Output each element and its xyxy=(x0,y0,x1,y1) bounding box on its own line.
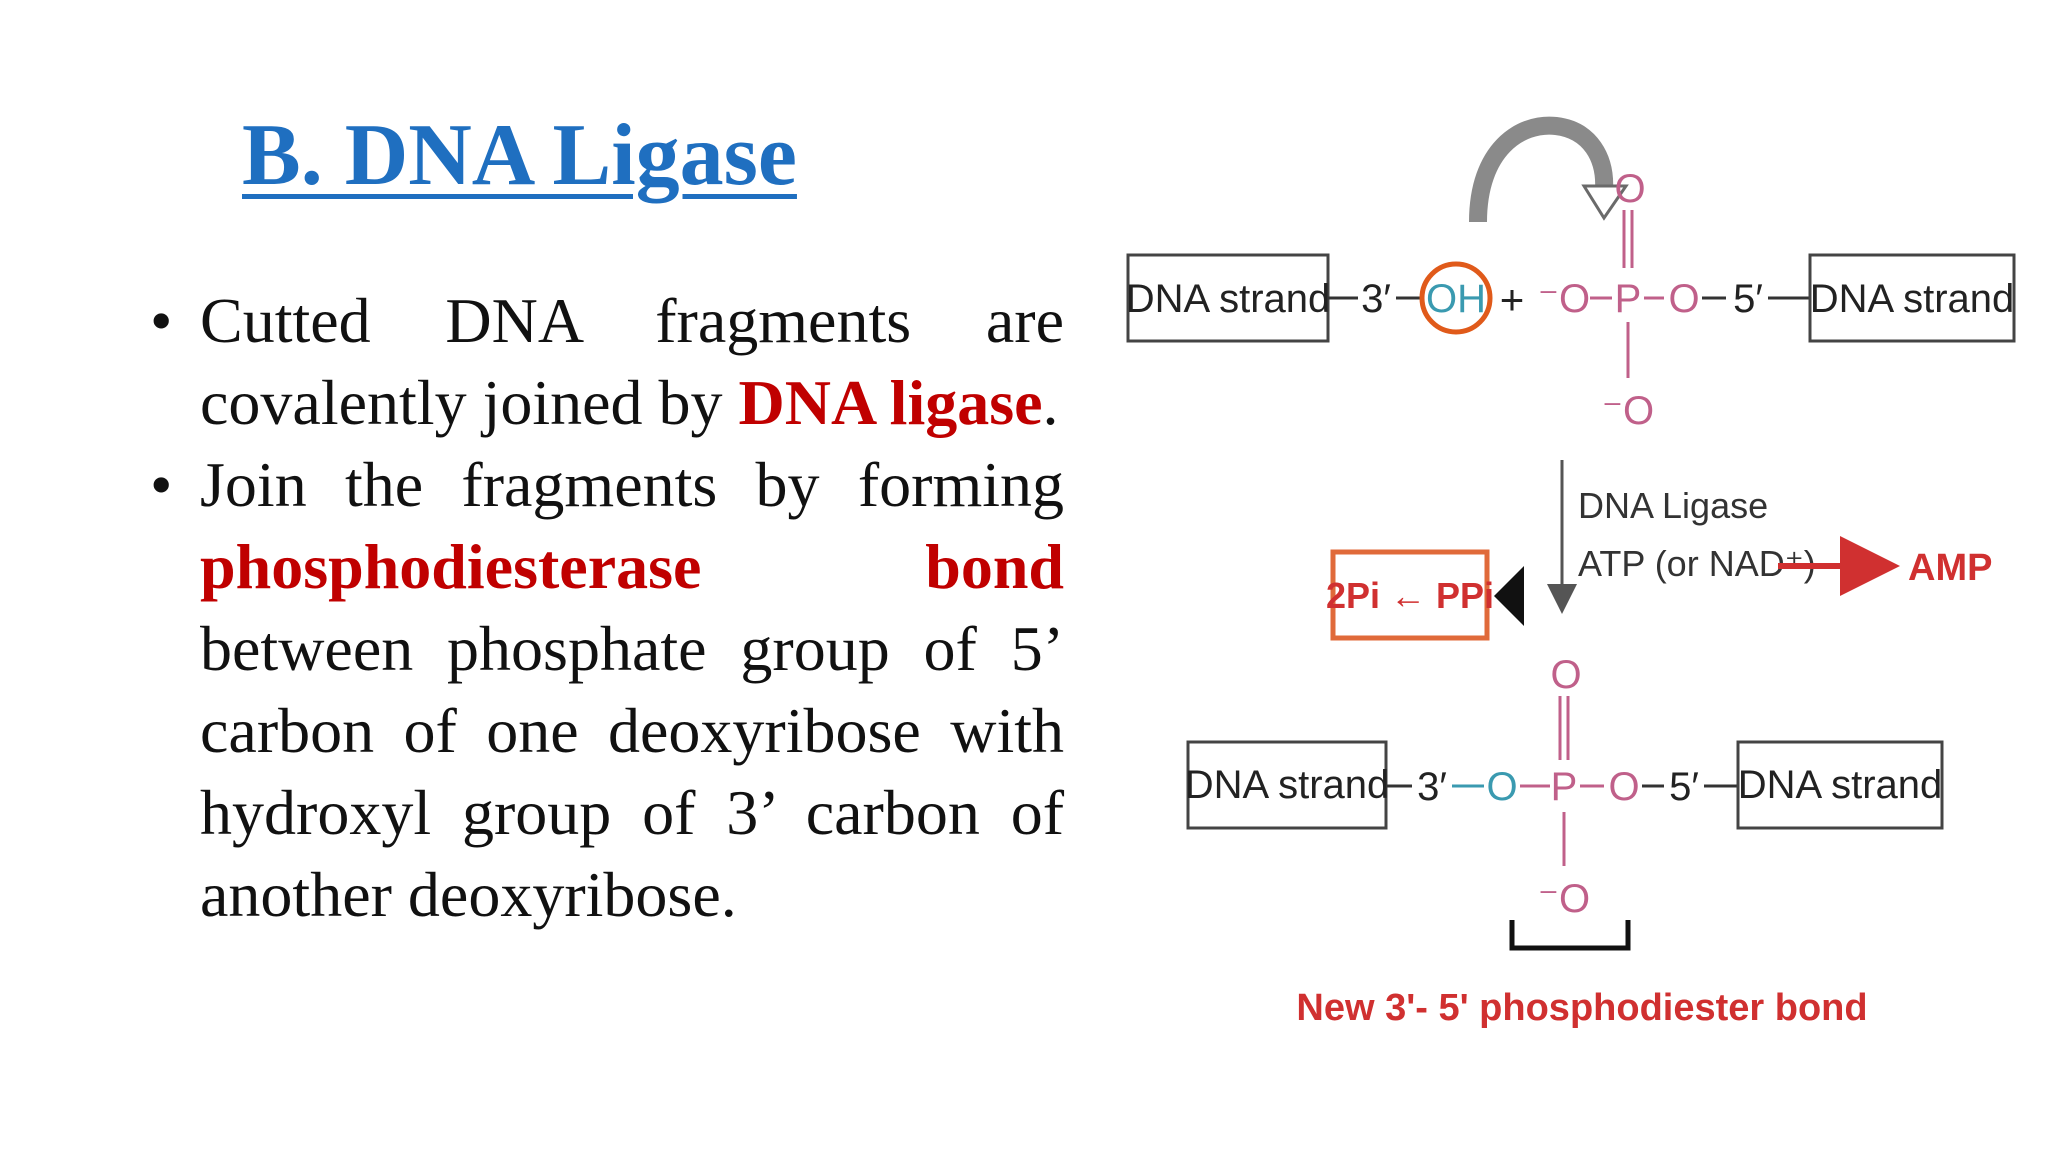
new-bond-bracket xyxy=(1509,920,1631,951)
amp-label: AMP xyxy=(1908,547,1992,589)
bullet-1-emphasis: DNA ligase xyxy=(738,367,1043,438)
slide-title: B. DNA Ligase xyxy=(242,107,797,204)
bottom-right-strand-box xyxy=(1736,740,1944,830)
top-right-strand-label: DNA strand xyxy=(1810,277,2015,321)
top-bridge-oxygen: O xyxy=(1668,277,1699,321)
bottom-bridge-oxygen: O xyxy=(1608,765,1639,809)
ppi-arrowhead-icon xyxy=(1494,566,1524,626)
cofactor-label: ATP (or NAD⁺) xyxy=(1578,543,1816,584)
bullet-list: Cutted DNA fragments are covalently join… xyxy=(146,280,1064,936)
bottom-right-strand-label: DNA strand xyxy=(1738,763,1943,807)
curved-attack-arrow-icon xyxy=(1469,116,1629,223)
pyrophosphate-label: 2Pi ← PPi xyxy=(1326,575,1494,616)
top-three-prime: 3′ xyxy=(1361,277,1391,321)
hydroxyl-circle xyxy=(1419,261,1493,335)
pyrophosphate-box xyxy=(1330,549,1490,641)
plus-sign: + xyxy=(1500,276,1525,323)
top-double-bond-oxygen: O xyxy=(1614,167,1645,211)
bottom-five-prime: 5′ xyxy=(1669,765,1699,809)
top-o-minus: ⁻O xyxy=(1538,277,1590,321)
new-bond-label: New 3'- 5' phosphodiester bond xyxy=(1296,987,1867,1029)
top-left-strand-box xyxy=(1126,253,1330,343)
top-phosphorus: P xyxy=(1615,277,1642,321)
top-lower-o-minus: ⁻O xyxy=(1602,389,1654,433)
bullet-1-text: Cutted DNA fragments are covalently join… xyxy=(200,285,1064,438)
bullet-item-1: Cutted DNA fragments are covalently join… xyxy=(146,280,1064,444)
bottom-teal-oxygen: O xyxy=(1486,765,1517,809)
bullet-2-text: Join the fragments by forming xyxy=(200,449,1064,520)
top-right-strand-box xyxy=(1808,253,2016,343)
enzyme-label: DNA Ligase xyxy=(1578,485,1768,526)
bottom-three-prime: 3′ xyxy=(1417,765,1447,809)
top-left-strand-label: DNA strand xyxy=(1126,277,1331,321)
bullet-1-tail: . xyxy=(1042,367,1059,438)
bullet-item-2: Join the fragments by forming phosphodie… xyxy=(146,444,1064,936)
bottom-phosphorus: P xyxy=(1551,765,1578,809)
bullet-2-tail: between phosphate group of 5’ carbon of … xyxy=(200,613,1064,930)
bullet-2-emphasis: phosphodiesterase bond xyxy=(200,531,1064,602)
bottom-lower-o-minus: ⁻O xyxy=(1538,877,1590,921)
hydroxyl-label: OH xyxy=(1426,277,1486,321)
bottom-double-bond-oxygen: O xyxy=(1550,653,1581,697)
top-five-prime: 5′ xyxy=(1733,277,1763,321)
bottom-left-strand-label: DNA strand xyxy=(1185,763,1390,807)
